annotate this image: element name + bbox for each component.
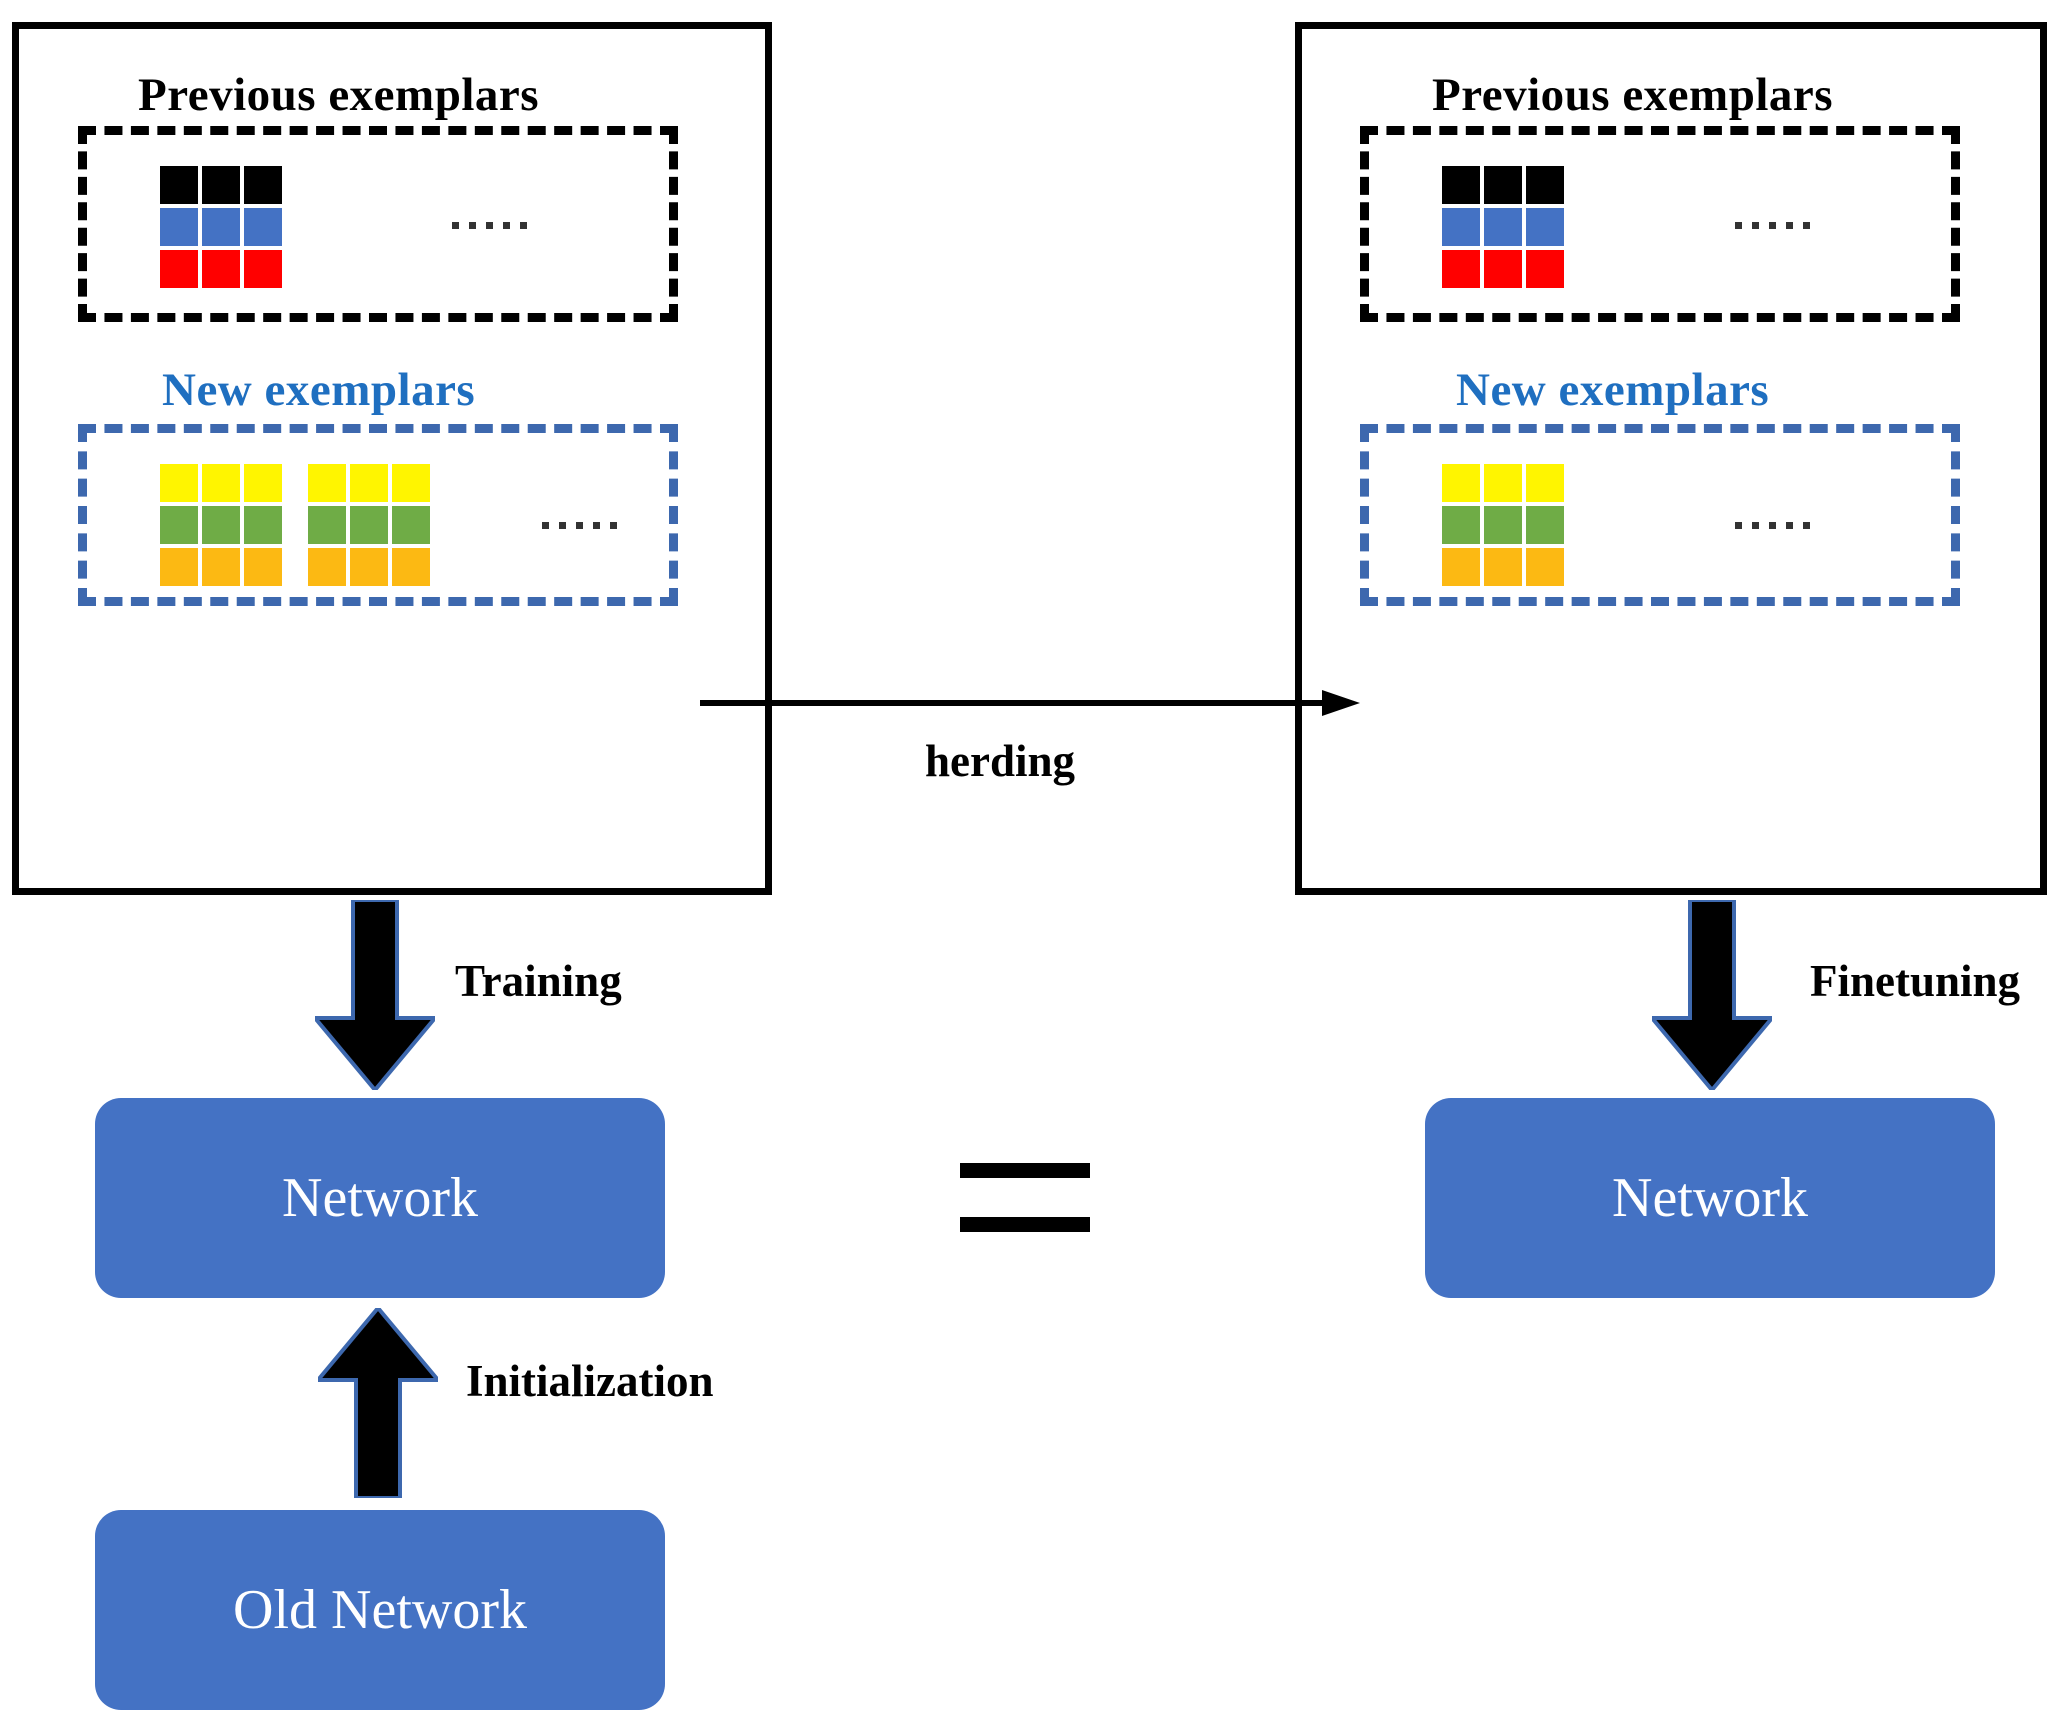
tile-orange [1442,548,1480,586]
tile-yellow [1484,464,1522,502]
right-new-ellipsis-icon [1735,522,1810,529]
tile-orange [1526,548,1564,586]
tile-row-green [1442,506,1564,544]
left-new-exemplars-caption: New exemplars [162,364,476,416]
tile-row-red [160,250,282,288]
tile-orange [1484,548,1522,586]
tile-yellow [244,464,282,502]
training-arrow-icon [315,900,435,1090]
left-new-ellipsis-icon [542,522,617,529]
tile-row-orange [1442,548,1564,586]
right-previous-exemplars-caption: Previous exemplars [1432,69,1834,121]
tile-yellow [308,464,346,502]
tile-yellow [202,464,240,502]
tile-blue [1484,208,1522,246]
right-new-exemplars-box [1360,424,1960,606]
left-previous-exemplars-caption: Previous exemplars [138,69,540,121]
finetuning-stage-panel [1295,22,2047,895]
tile-yellow [392,464,430,502]
old-network-node[interactable]: Old Network [95,1510,665,1710]
tile-green [308,506,346,544]
tile-red [1526,250,1564,288]
left-new-exemplars-box [78,424,678,606]
tile-row-black [1442,166,1564,204]
tile-row-green [160,506,430,544]
tile-row-blue [160,208,282,246]
tile-row-yellow [160,464,430,502]
tile-yellow [1526,464,1564,502]
initialization-arrow-icon [318,1308,438,1498]
tile-green [1484,506,1522,544]
left-previous-ellipsis-icon [452,222,527,229]
tile-row-red [1442,250,1564,288]
left-previous-exemplars-box [78,126,678,322]
tile-blue [160,208,198,246]
tile-green [350,506,388,544]
finetuning-label: Finetuning [1810,956,2021,1006]
tile-row-blue [1442,208,1564,246]
tile-green [1526,506,1564,544]
tile-yellow [1442,464,1480,502]
tile-orange [160,548,198,586]
tile-orange [392,548,430,586]
tile-red [202,250,240,288]
tile-green [1442,506,1480,544]
tile-orange [308,548,346,586]
tile-black [202,166,240,204]
tile-blue [1526,208,1564,246]
tile-red [1484,250,1522,288]
tile-orange [202,548,240,586]
tile-yellow [160,464,198,502]
finetuning-arrow-icon [1652,900,1772,1090]
tile-green [392,506,430,544]
tile-black [160,166,198,204]
tile-black [1526,166,1564,204]
tile-green [202,506,240,544]
tile-black [1484,166,1522,204]
training-label: Training [455,956,622,1006]
tile-green [160,506,198,544]
tile-yellow [350,464,388,502]
herding-label: herding [925,736,1076,786]
tile-orange [350,548,388,586]
right-previous-exemplars-grid [1442,166,1564,288]
tile-blue [244,208,282,246]
initialization-label: Initialization [466,1356,714,1406]
right-previous-exemplars-box [1360,126,1960,322]
tile-row-black [160,166,282,204]
tile-blue [1442,208,1480,246]
training-stage-panel [12,22,772,895]
tile-black [1442,166,1480,204]
equals-sign-icon [960,1155,1090,1245]
network-node-right[interactable]: Network [1425,1098,1995,1298]
tile-red [244,250,282,288]
left-previous-exemplars-grid [160,166,282,288]
tile-red [160,250,198,288]
right-previous-ellipsis-icon [1735,222,1810,229]
herding-arrow-icon [700,690,1360,716]
tile-green [244,506,282,544]
tile-row-orange [160,548,430,586]
tile-row-yellow [1442,464,1564,502]
tile-blue [202,208,240,246]
tile-red [1442,250,1480,288]
tile-black [244,166,282,204]
left-new-exemplars-grid [160,464,430,586]
network-node-left[interactable]: Network [95,1098,665,1298]
tile-orange [244,548,282,586]
right-new-exemplars-caption: New exemplars [1456,364,1770,416]
right-new-exemplars-grid [1442,464,1564,586]
